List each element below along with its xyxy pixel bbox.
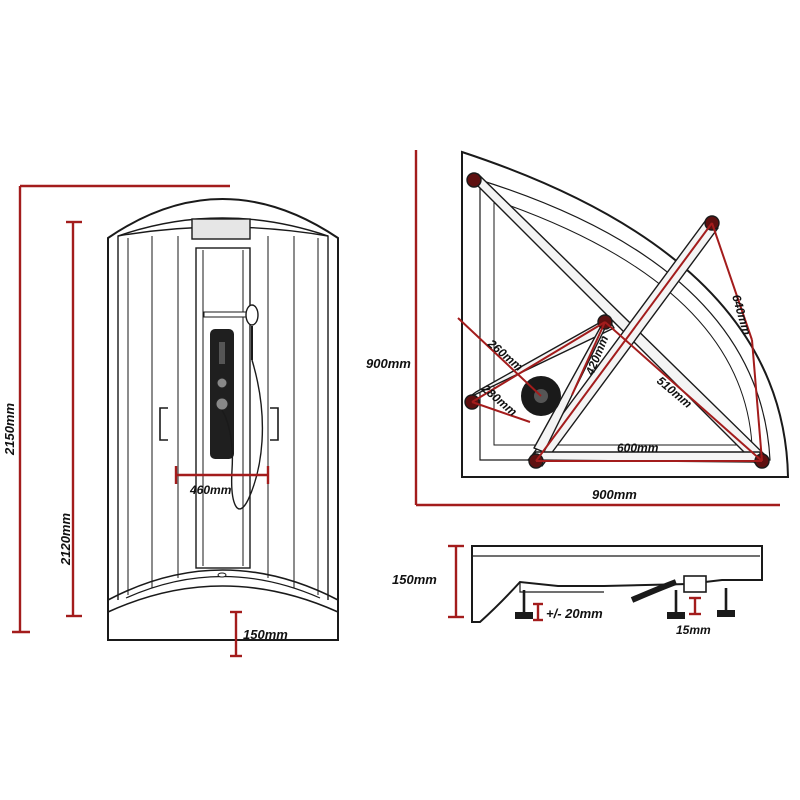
label-leg-adjust: +/- 20mm: [546, 606, 603, 621]
shower-tray-edge: [107, 585, 339, 613]
label-total-height: 2150mm: [2, 403, 17, 456]
side-view-dimensions: [448, 544, 701, 622]
shower-tray-top: [107, 569, 339, 601]
control-knob: [215, 397, 229, 411]
waste-pipe: [630, 579, 678, 603]
label-cabin-height: 2120mm: [58, 513, 73, 566]
front-view: [107, 198, 339, 641]
label-tray-height: 150mm: [243, 627, 288, 642]
leg-foot: [717, 610, 735, 617]
control-panel: [210, 329, 234, 459]
tray-profile: [471, 545, 763, 623]
label-side-x: 900mm: [592, 487, 637, 502]
dim-line-260: [457, 317, 542, 397]
dim-line-640: [711, 222, 753, 341]
dim-line-short: [471, 321, 606, 403]
cabin-outline: [107, 198, 339, 641]
door-handle-right: [270, 407, 279, 441]
front-view-dimensions: [12, 184, 270, 658]
panel-slot: [219, 342, 225, 364]
shower-column: [195, 247, 251, 569]
shower-hose: [221, 359, 264, 510]
front-view-labels: 2150mm 2120mm 460mm 150mm: [2, 403, 288, 642]
label-column-width: 460mm: [189, 483, 232, 497]
support-frame: [467, 173, 767, 467]
side-view: [471, 545, 763, 623]
door-handle-left: [159, 407, 168, 441]
leg-foot: [667, 612, 685, 619]
label-dim-c: 640mm: [729, 293, 754, 337]
cabin-inner-frame: [117, 217, 329, 600]
dim-line-510: [604, 321, 763, 462]
dim-line-420: [571, 321, 606, 396]
dim-line-640-ext: [751, 339, 763, 462]
tray-profile-inner: [472, 555, 760, 593]
label-side-y: 900mm: [366, 356, 411, 371]
tray-outline: [461, 150, 790, 478]
dim-line-280: [471, 401, 531, 423]
tray-basin: [493, 199, 753, 446]
control-knob: [216, 377, 228, 389]
label-dim-f: 600mm: [617, 441, 659, 455]
brace-bar: [469, 173, 767, 467]
shelf-bar: [203, 311, 253, 318]
label-foot-height: 15mm: [676, 623, 711, 637]
top-view-dimensions: [414, 150, 780, 507]
label-tray-height-side: 150mm: [392, 572, 437, 587]
drain-trap: [683, 575, 707, 593]
pivot-point: [466, 172, 482, 188]
leg-foot: [515, 612, 533, 619]
tray-inner-rim: [479, 179, 771, 461]
dim-line-diag: [535, 222, 713, 462]
rain-shower-head: [191, 218, 251, 240]
label-dim-a: 260mm: [484, 336, 526, 374]
hand-shower-head: [245, 304, 259, 326]
drain-icon: [217, 572, 227, 578]
side-view-labels: 150mm +/- 20mm 15mm: [392, 572, 711, 637]
